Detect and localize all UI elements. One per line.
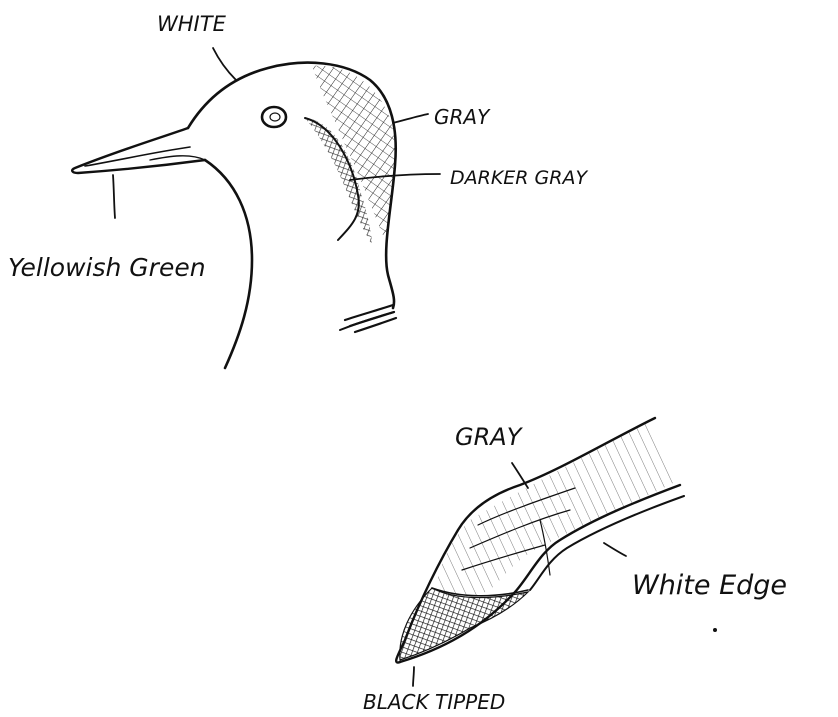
label-yellowish-green: Yellowish Green <box>8 253 206 282</box>
label-white: WHITE <box>157 12 227 36</box>
gull-head <box>72 63 396 368</box>
label-darker-gray: DARKER GRAY <box>450 167 588 189</box>
bill <box>72 128 205 173</box>
white-edge-leader <box>604 543 626 556</box>
gray-leader <box>393 114 428 123</box>
label-gray: GRAY <box>434 105 491 129</box>
neck-front-outline <box>205 160 252 368</box>
bill-leader <box>113 175 115 218</box>
label-black-tipped: BLACK TIPPED <box>363 690 505 714</box>
label-wing-gray: GRAY <box>455 423 524 451</box>
stray-mark <box>713 628 717 632</box>
label-white-edge: White Edge <box>632 570 787 601</box>
eye <box>262 107 286 127</box>
white-leader <box>213 48 236 80</box>
gull-wing <box>396 418 684 663</box>
tip-leader <box>413 667 414 686</box>
